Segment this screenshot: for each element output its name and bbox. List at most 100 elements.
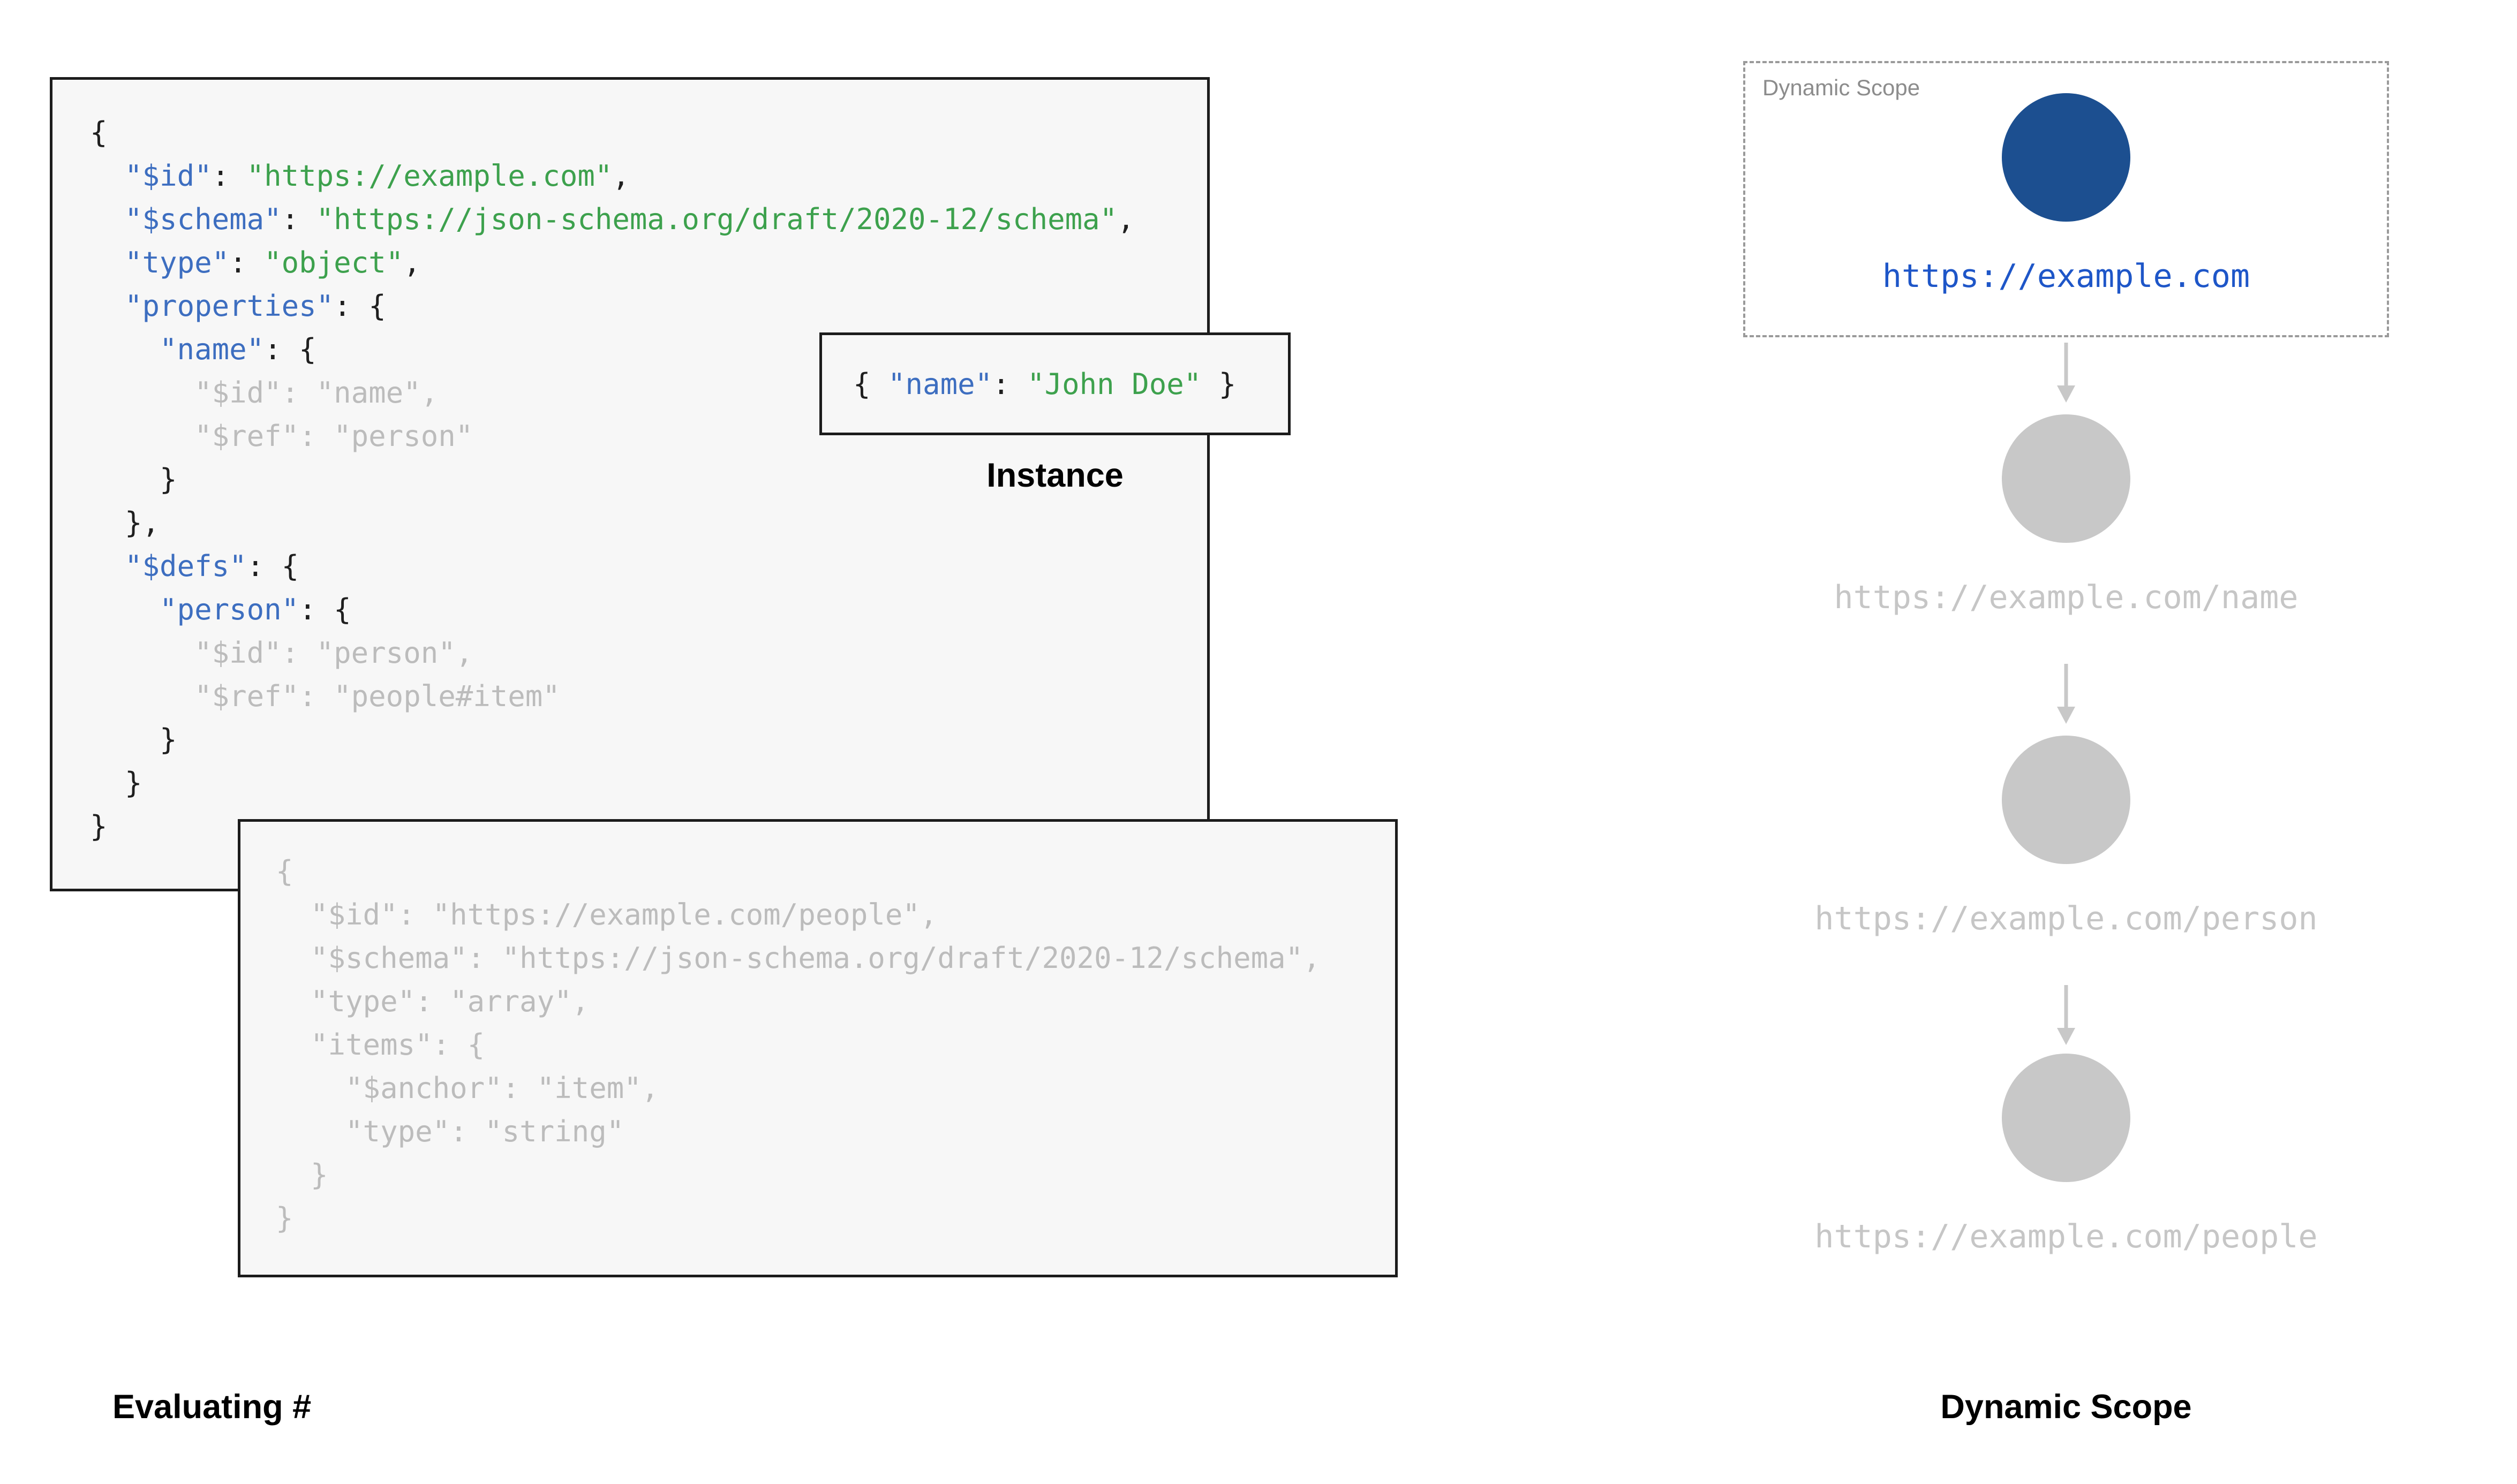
code-token: "John Doe" <box>1027 367 1202 401</box>
code-line: "$schema": "https://json-schema.org/draf… <box>276 936 1395 980</box>
code-token: "$ref": "people#item" <box>90 679 560 713</box>
code-token: : <box>281 202 316 236</box>
code-line: }, <box>90 501 1207 544</box>
code-token <box>90 549 125 583</box>
code-token <box>90 246 125 279</box>
code-token: "https://example.com" <box>246 159 613 193</box>
down-arrow-icon <box>2055 664 2077 724</box>
code-line: "$id": "https://example.com", <box>90 154 1207 198</box>
dynamic-scope-box <box>1743 61 2389 337</box>
scope-node-url: https://example.com/person <box>1814 900 2318 937</box>
code-token: "type": "string" <box>276 1115 624 1148</box>
code-line: } <box>276 1153 1395 1197</box>
code-line: "$id": "https://example.com/people", <box>276 893 1395 936</box>
code-line: "$defs": { <box>90 544 1207 588</box>
people-code-box: { "$id": "https://example.com/people", "… <box>238 819 1398 1277</box>
code-token: "type": "array", <box>276 985 590 1018</box>
code-line: "$ref": "people#item" <box>90 675 1207 718</box>
instance-box: { "name": "John Doe" } <box>819 332 1291 435</box>
code-line: "items": { <box>276 1023 1395 1066</box>
scope-node-circle <box>2002 736 2130 864</box>
down-arrow-icon <box>2055 343 2077 403</box>
code-token: } <box>276 1201 293 1235</box>
instance-code: { "name": "John Doe" } <box>853 362 1236 406</box>
code-token: "$schema": "https://json-schema.org/draf… <box>276 941 1321 975</box>
code-token: } <box>90 809 108 843</box>
code-token: "$ref": "person" <box>90 419 473 453</box>
code-line: { "name": "John Doe" } <box>853 362 1236 406</box>
code-line: "type": "string" <box>276 1110 1395 1153</box>
schema-code-box: { "$id": "https://example.com", "$schema… <box>50 77 1210 891</box>
code-token: "$schema" <box>125 202 282 236</box>
code-token: { <box>853 367 888 401</box>
code-token: }, <box>90 506 160 540</box>
code-line: } <box>90 718 1207 761</box>
code-token: "$id": "https://example.com/people", <box>276 898 938 932</box>
code-token: "$id": "name", <box>90 376 439 410</box>
code-token: { <box>90 116 108 149</box>
scope-node-circle <box>2002 93 2130 222</box>
code-line: } <box>276 1197 1395 1240</box>
code-line: "type": "array", <box>276 980 1395 1023</box>
code-token: "https://json-schema.org/draft/2020-12/s… <box>316 202 1118 236</box>
scope-node-url: https://example.com <box>1882 258 2250 295</box>
code-token: "$defs" <box>125 549 247 583</box>
code-line: "$schema": "https://json-schema.org/draf… <box>90 198 1207 241</box>
code-line: "$ref": "person" <box>90 414 1207 458</box>
code-token: "person" <box>160 593 299 626</box>
code-token: , <box>612 159 630 193</box>
down-arrow-icon <box>2055 985 2077 1045</box>
code-token: } <box>90 766 142 800</box>
code-token: "object" <box>264 246 404 279</box>
code-line: { <box>90 111 1207 154</box>
code-token: { <box>276 854 293 888</box>
code-token <box>90 289 125 323</box>
code-line: "$id": "name", <box>90 371 1207 414</box>
code-token: } <box>1201 367 1237 401</box>
code-token: } <box>276 1158 328 1192</box>
code-token: : { <box>246 549 299 583</box>
dynamic-scope-box-label: Dynamic Scope <box>1762 75 1920 100</box>
code-token: : <box>992 367 1028 401</box>
dynamic-scope-title: Dynamic Scope <box>1940 1388 2192 1426</box>
scope-node-url: https://example.com/name <box>1834 579 2299 616</box>
code-token: "$id": "person", <box>90 636 473 670</box>
code-token: "$anchor": "item", <box>276 1071 659 1105</box>
code-token: "name" <box>888 367 993 401</box>
code-token <box>90 202 125 236</box>
code-line: } <box>90 458 1207 501</box>
code-token: : { <box>299 593 351 626</box>
evaluating-label: Evaluating # <box>112 1388 312 1426</box>
scope-node-url: https://example.com/people <box>1814 1218 2318 1255</box>
instance-label: Instance <box>986 457 1124 494</box>
code-token: , <box>1117 202 1135 236</box>
code-line: "name": { <box>90 328 1207 371</box>
code-line: "person": { <box>90 588 1207 631</box>
code-token: : { <box>264 332 316 366</box>
code-line: } <box>90 805 1207 848</box>
code-token: : <box>229 246 265 279</box>
code-token: "properties" <box>125 289 334 323</box>
scope-node-circle <box>2002 1054 2130 1182</box>
schema-code: { "$id": "https://example.com", "$schema… <box>90 111 1207 848</box>
code-line: "type": "object", <box>90 241 1207 284</box>
code-line: "$anchor": "item", <box>276 1066 1395 1110</box>
code-token: , <box>403 246 421 279</box>
code-token <box>90 593 160 626</box>
code-token: } <box>90 463 177 496</box>
code-line: "properties": { <box>90 284 1207 328</box>
code-token: : <box>212 159 247 193</box>
code-token <box>90 332 160 366</box>
code-token: "name" <box>160 332 265 366</box>
scope-node-circle <box>2002 414 2130 543</box>
people-code: { "$id": "https://example.com/people", "… <box>276 850 1395 1240</box>
code-line: { <box>276 850 1395 893</box>
code-line: } <box>90 761 1207 805</box>
code-token: "items": { <box>276 1028 485 1062</box>
code-token: : { <box>334 289 386 323</box>
code-token: "type" <box>125 246 230 279</box>
code-token: } <box>90 723 177 756</box>
code-token: "$id" <box>125 159 212 193</box>
code-line: "$id": "person", <box>90 631 1207 675</box>
